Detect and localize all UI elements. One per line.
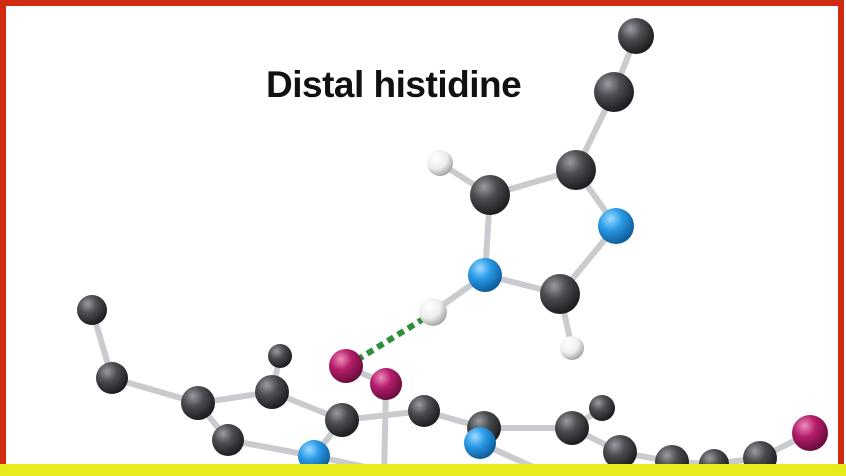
- hydrogen-atom: [560, 336, 584, 360]
- carbon-atom: [589, 395, 615, 421]
- carbon-atom: [408, 395, 440, 427]
- carbon-atom: [556, 150, 596, 190]
- nitrogen-atom: [598, 208, 634, 244]
- carbon-atom: [594, 72, 634, 112]
- carbon-atom: [325, 403, 359, 437]
- hydrogen-atom: [427, 150, 453, 176]
- carbon-atom: [618, 18, 654, 54]
- nitrogen-atom: [468, 258, 502, 292]
- carbon-atom: [540, 274, 580, 314]
- carbon-atom: [603, 435, 637, 469]
- hydrogen-atom: [419, 298, 447, 326]
- hydrogen-bond: [355, 313, 430, 363]
- carbon-atom: [96, 362, 128, 394]
- carbon-atom: [181, 386, 215, 420]
- carbon-atom: [555, 411, 589, 445]
- nitrogen-atom: [464, 427, 496, 459]
- carbon-atom: [470, 175, 510, 215]
- bottom-strip: [0, 464, 846, 476]
- oxygen-atom: [370, 368, 402, 400]
- carbon-atom: [255, 375, 289, 409]
- carbon-atom: [212, 424, 244, 456]
- figure-title: Distal histidine: [266, 64, 522, 105]
- atoms: [77, 18, 828, 476]
- oxygen-atom: [792, 415, 828, 451]
- oxygen-atom: [329, 349, 363, 383]
- carbon-atom: [77, 295, 107, 325]
- carbon-atom: [268, 344, 292, 368]
